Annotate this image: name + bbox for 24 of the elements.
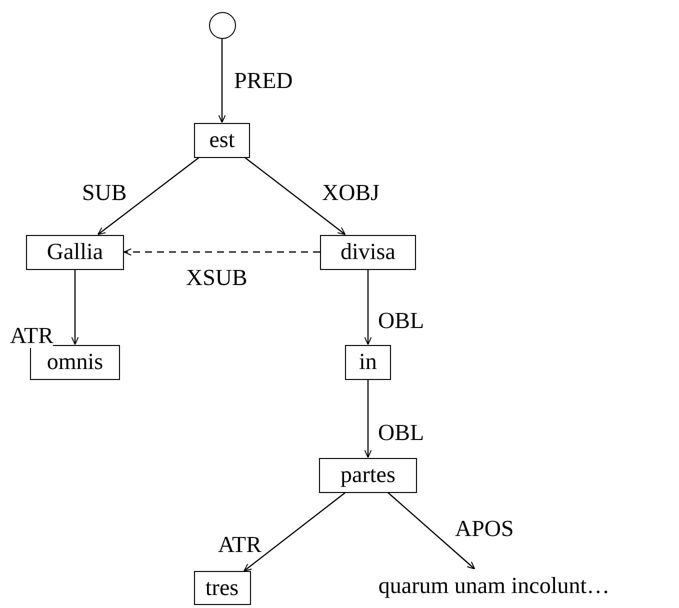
word-box bbox=[345, 344, 391, 380]
word: divisa bbox=[340, 239, 396, 265]
arrow bbox=[364, 270, 372, 345]
dashed-arrow bbox=[124, 248, 320, 256]
word-box bbox=[320, 234, 416, 270]
word: partes bbox=[340, 462, 396, 488]
word: in bbox=[359, 349, 377, 375]
word-box bbox=[26, 234, 124, 270]
arrow bbox=[244, 157, 346, 235]
word: tres bbox=[205, 575, 239, 601]
word: est bbox=[209, 127, 235, 153]
word: Gallia bbox=[46, 239, 104, 265]
word-box bbox=[194, 571, 250, 605]
root-circle bbox=[208, 12, 236, 38]
word-box bbox=[194, 122, 250, 158]
word-box bbox=[319, 458, 417, 492]
arrow bbox=[71, 270, 79, 345]
arrow bbox=[387, 492, 476, 570]
arrow bbox=[218, 38, 226, 123]
arrow bbox=[364, 380, 372, 458]
arrow bbox=[243, 492, 346, 572]
arrow bbox=[98, 157, 200, 235]
word: omnis bbox=[46, 349, 104, 375]
word-box bbox=[30, 344, 120, 380]
